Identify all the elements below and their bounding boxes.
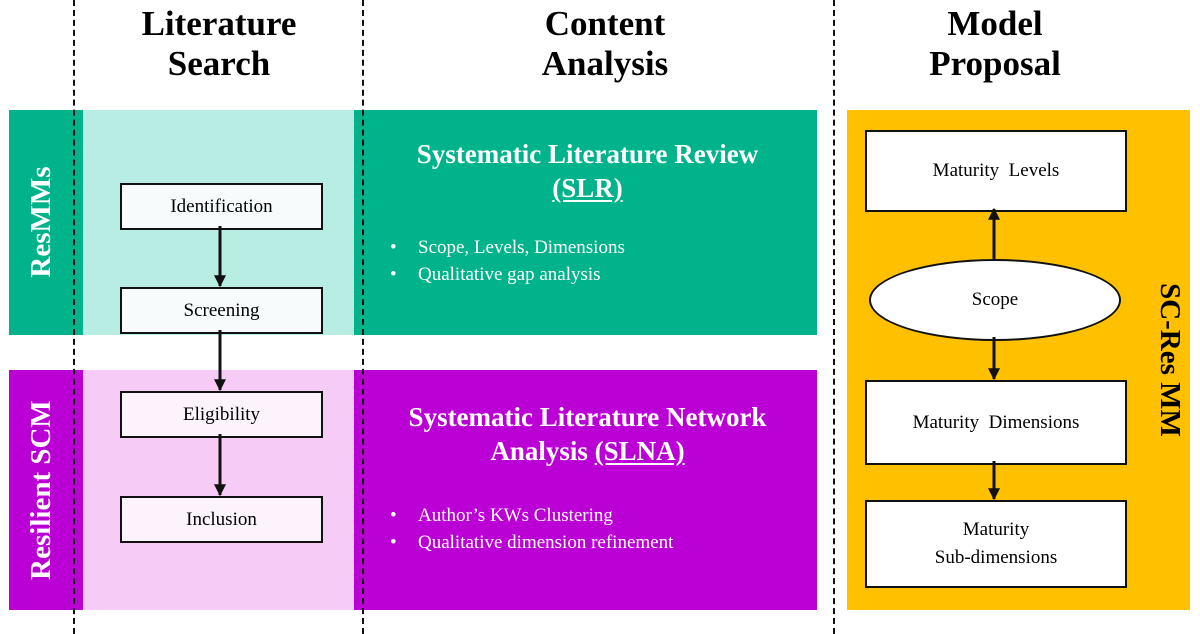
resilient-scm-label-strip: [9, 370, 83, 610]
maturity-levels-text: Maturity Levels: [932, 160, 1060, 181]
subdimensions-line: Sub-dimensions: [934, 547, 1058, 568]
header-line: Content: [544, 4, 666, 43]
header-line: Analysis: [541, 44, 669, 83]
bullet-item: Author’s KWs Clustering: [388, 502, 673, 529]
slna-bullet-list: Author’s KWs Clustering Qualitative dime…: [388, 502, 673, 556]
column-header-model-proposal: Model Proposal: [870, 4, 1120, 84]
slna-title-line: Systematic Literature Network: [408, 402, 767, 432]
step-identification: Identification: [120, 183, 323, 230]
column-header-content-analysis: Content Analysis: [480, 4, 730, 84]
column-header-literature-search: Literature Search: [94, 4, 344, 84]
bullet-item: Scope, Levels, Dimensions: [388, 234, 625, 261]
step-eligibility: Eligibility: [120, 391, 323, 438]
column-divider: [73, 0, 75, 634]
header-line: Search: [167, 44, 271, 83]
slr-bullet-list: Scope, Levels, Dimensions Qualitative ga…: [388, 234, 625, 288]
column-divider: [362, 0, 364, 634]
slr-title-line: Systematic Literature Review: [416, 139, 759, 169]
maturity-dimensions-text: Maturity Dimensions: [912, 411, 1080, 433]
subdimensions-line: Maturity: [962, 519, 1030, 540]
slr-title: Systematic Literature Review (SLR): [360, 137, 815, 205]
maturity-subdimensions-box: Maturity Sub-dimensions: [865, 500, 1127, 588]
maturity-dimensions-box: Maturity Dimensions: [865, 380, 1127, 465]
column-divider: [833, 0, 835, 634]
slna-title-prefix: Analysis: [490, 436, 595, 466]
bullet-item: Qualitative gap analysis: [388, 261, 625, 288]
resmms-label-strip: [9, 110, 83, 335]
bullet-item: Qualitative dimension refinement: [388, 529, 673, 556]
header-line: Literature: [141, 4, 297, 43]
slna-abbreviation: (SLNA): [594, 436, 685, 466]
slr-abbreviation: (SLR): [552, 173, 623, 203]
step-inclusion: Inclusion: [120, 496, 323, 543]
slna-title: Systematic Literature Network Analysis (…: [360, 400, 815, 468]
header-line: Model: [947, 4, 1043, 43]
slr-content-panel: [354, 110, 817, 335]
header-line: Proposal: [929, 44, 1061, 83]
slna-content-panel: [354, 370, 817, 610]
